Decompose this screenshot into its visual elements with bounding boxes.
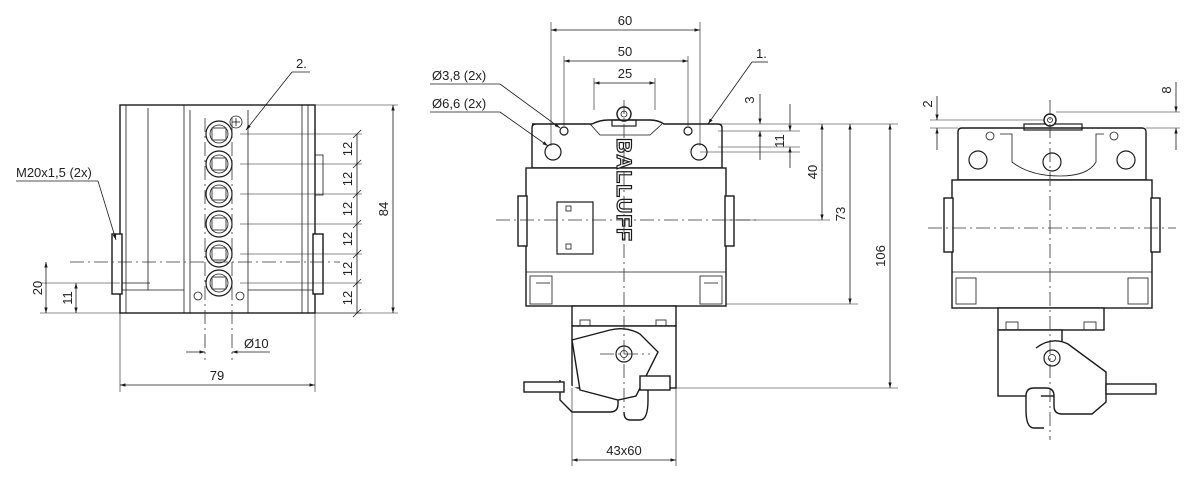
hole-small-left bbox=[559, 126, 569, 136]
terminal-5 bbox=[205, 240, 233, 268]
right-hole-right bbox=[1116, 150, 1136, 170]
dim-pitch-6: 12 bbox=[340, 291, 355, 305]
label-plate bbox=[556, 201, 594, 255]
dim-pitch-1: 12 bbox=[340, 142, 355, 156]
dim-height-84: 84 bbox=[376, 202, 391, 216]
dim-106: 106 bbox=[873, 245, 888, 267]
brand-logo: BALLUFF bbox=[612, 138, 635, 242]
terminal-2 bbox=[205, 150, 233, 178]
front-view: BALLUFF 60 bbox=[430, 13, 898, 466]
callout-1: 1. bbox=[756, 46, 767, 61]
terminal-6 bbox=[205, 269, 233, 297]
left-gland-left bbox=[111, 233, 123, 295]
dim-base: 43x60 bbox=[606, 443, 641, 458]
dim-11-front: 11 bbox=[772, 134, 787, 148]
dim-40: 40 bbox=[805, 165, 820, 179]
right-view: 2 8 bbox=[920, 82, 1180, 440]
dim-8: 8 bbox=[1159, 86, 1174, 93]
dim-pitch-4: 12 bbox=[340, 232, 355, 246]
dim-bore: Ø10 bbox=[244, 336, 269, 351]
dim-pitch-3: 12 bbox=[340, 202, 355, 216]
left-view: 12 12 12 12 12 12 84 79 20 11 Ø10 M20x1,… bbox=[16, 56, 398, 392]
hole-small-right bbox=[683, 126, 693, 136]
label-hole-large: Ø6,6 (2x) bbox=[432, 96, 486, 111]
dim-73: 73 bbox=[833, 207, 848, 221]
label-thread: M20x1,5 (2x) bbox=[16, 165, 92, 180]
left-gland-right bbox=[312, 233, 324, 295]
dim-width-79: 79 bbox=[210, 368, 224, 383]
dim-pitch-2: 12 bbox=[340, 172, 355, 186]
left-housing bbox=[119, 104, 316, 314]
dim-2: 2 bbox=[920, 100, 935, 107]
dim-25: 25 bbox=[618, 66, 632, 81]
callout-2: 2. bbox=[296, 56, 307, 71]
terminal-1 bbox=[205, 120, 233, 148]
right-hole-center bbox=[1042, 152, 1062, 172]
dim-pitch-5: 12 bbox=[340, 262, 355, 276]
right-head bbox=[957, 127, 1147, 181]
right-hole-left bbox=[968, 150, 988, 170]
dim-11: 11 bbox=[60, 291, 75, 305]
dim-20: 20 bbox=[30, 281, 45, 295]
label-hole-small: Ø3,8 (2x) bbox=[432, 68, 486, 83]
terminal-strip bbox=[193, 115, 245, 301]
front-body bbox=[525, 167, 727, 307]
dim-50: 50 bbox=[618, 44, 632, 59]
right-stem bbox=[997, 307, 1105, 331]
dim-60: 60 bbox=[618, 13, 632, 28]
hole-large-left bbox=[544, 143, 562, 161]
right-body bbox=[951, 179, 1153, 309]
dim-3: 3 bbox=[742, 96, 757, 103]
